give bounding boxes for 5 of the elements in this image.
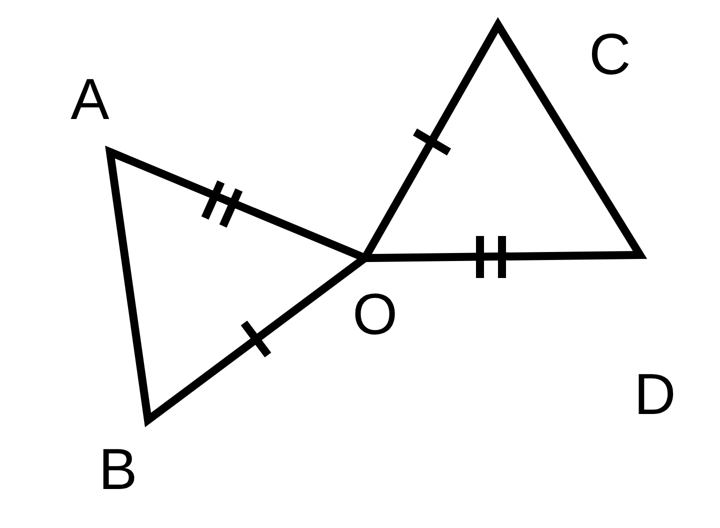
vertex-label: O	[352, 286, 398, 344]
vertex-label: C	[589, 26, 631, 84]
vertex-label: B	[98, 441, 138, 499]
vertex-label: D	[634, 366, 676, 424]
vertex-label: A	[70, 71, 110, 129]
